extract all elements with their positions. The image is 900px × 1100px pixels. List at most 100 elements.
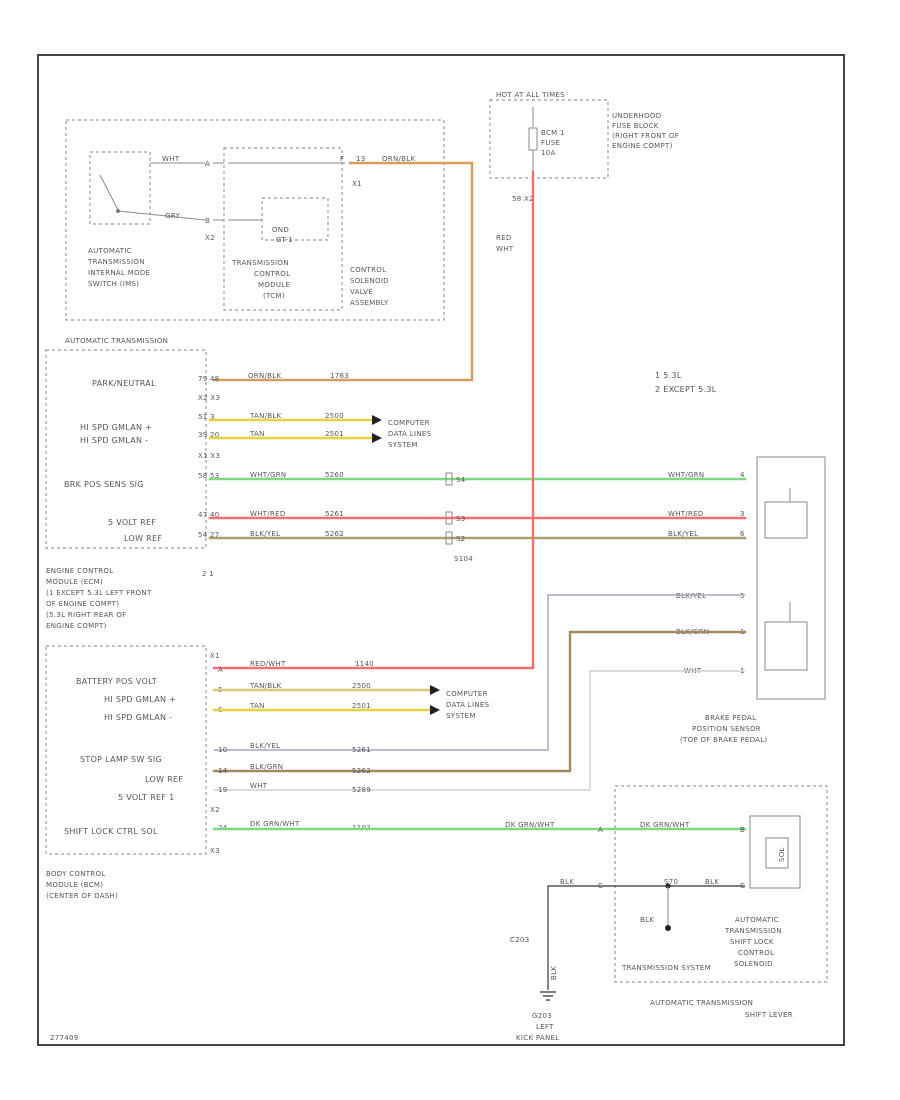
fuse-block-label-3: (RIGHT FRONT OF	[612, 132, 679, 140]
shift-lock-blk-left: BLK	[560, 878, 574, 886]
tcm-label-2: CONTROL	[254, 270, 290, 278]
brake-pin-2: 3	[740, 510, 745, 518]
shift-lock-blk-internal: BLK	[640, 916, 654, 924]
bcm-label-battery: BATTERY POS VOLT	[76, 677, 157, 686]
shift-lock-pin-a: A	[598, 826, 603, 834]
ims-label-4: SWITCH (IMS)	[88, 280, 139, 288]
tcm-conn-x1: X1	[352, 180, 362, 188]
brake-pin-1: 4	[740, 471, 745, 479]
solenoid-label-1: CONTROL	[350, 266, 386, 274]
bcm-label-low-ref: LOW REF	[145, 775, 183, 784]
splice-s1: S4	[456, 476, 466, 484]
brake-pin-4: 5	[740, 592, 745, 600]
fuse-connector: 58 X2	[512, 195, 534, 203]
solenoid-label-2: SOLENOID	[350, 277, 389, 285]
bcm-gmlan-plus-arrow	[430, 685, 440, 695]
bcm-pin-5v-ref: 19	[218, 786, 228, 794]
splice-connector-label: S104	[454, 555, 473, 563]
ecm-splice-group: S4 S3 S2 S104	[445, 472, 473, 563]
ond-label: OND	[272, 226, 289, 234]
ground-name: G203	[532, 1012, 552, 1020]
ecm-circuit-brk-pos: 5260	[325, 471, 344, 479]
ecm-label-5v-ref: 5 VOLT REF	[108, 518, 156, 527]
solenoid-label-4: ASSEMBLY	[350, 299, 389, 307]
internal-ground-dot	[665, 925, 671, 931]
ecm-label-low-ref: LOW REF	[124, 534, 162, 543]
tcm-box	[223, 147, 343, 311]
ecm-data-lines-3: SYSTEM	[388, 441, 418, 449]
bcm-label-gmlan-plus: HI SPD GMLAN +	[104, 695, 176, 704]
bcm-wire-stop-lamp: BLK/YEL	[250, 742, 280, 750]
solenoid-title-5: SOLENOID	[734, 960, 773, 968]
ecm-circuit-low-ref: 5262	[325, 530, 344, 538]
ecm-title-1: ENGINE CONTROL	[46, 567, 113, 575]
ecm-pin-brk-pos: 58 53	[198, 472, 220, 480]
tcm-label-4: (TCM)	[263, 292, 285, 300]
wire-blk-grn-low-ref	[212, 630, 747, 773]
shift-lever-box	[614, 785, 828, 983]
shift-lever-assembly: DK GRN/WHT A DK GRN/WHT B SOL BLK C S70 …	[505, 785, 828, 1019]
bcm-label-stop-lamp: STOP LAMP SW SIG	[80, 755, 162, 764]
ecm-wire-brk-pos: WHT/GRN	[250, 471, 286, 479]
shift-lever-title-1: AUTOMATIC TRANSMISSION	[650, 999, 753, 1007]
underhood-fuse-block: HOT AT ALL TIMES BCM 1 FUSE 10A UNDERHOO…	[489, 91, 679, 203]
ecm-gmlan-minus-arrow	[372, 433, 382, 443]
ecm-pin-gmlan-minus: 39 20	[198, 431, 220, 439]
shift-lock-pin-b: B	[740, 826, 745, 834]
ecm-wire-gmlan-plus: TAN/BLK	[249, 412, 282, 420]
fuse-block-label-2: FUSE BLOCK	[612, 122, 659, 130]
ground-location-2: KICK PANEL	[516, 1034, 559, 1042]
wire-red-wht-battery	[212, 170, 535, 670]
ecm-box	[45, 349, 207, 549]
brake-sensor-title-3: (TOP OF BRAKE PEDAL)	[680, 736, 767, 744]
ims-pin-b: B	[205, 217, 210, 225]
ground-g203: C203 BLK G203 LEFT KICK PANEL	[510, 936, 559, 1042]
solenoid-title-1: AUTOMATIC	[735, 916, 779, 924]
ecm-title-4: OF ENGINE COMPT)	[46, 600, 119, 608]
solenoid-label-3: VALVE	[350, 288, 373, 296]
ims-conn-x2: X2	[205, 234, 215, 242]
brake-pin-3: 6	[740, 530, 745, 538]
ims-wire-gry: GRY	[165, 212, 180, 220]
ims-label-2: TRANSMISSION	[87, 258, 145, 266]
wire-orn-blk-park-neutral	[212, 161, 474, 382]
brake-sensor-upper-element	[764, 501, 808, 539]
ecm-pin-park-neutral: 79 48	[198, 375, 220, 383]
brake-pedal-position-sensor: WHT/GRN 4 WHT/RED 3 BLK/YEL 6 BLK/YEL 5 …	[668, 456, 826, 744]
ecm-wire-gmlan-minus: TAN	[249, 430, 265, 438]
shift-lever-title-2: SHIFT LEVER	[745, 1011, 793, 1019]
ond-code: GT-1	[276, 236, 293, 244]
ecm-title-6: ENGINE COMPT)	[46, 622, 107, 630]
auto-trans-section-title: AUTOMATIC TRANSMISSION	[65, 337, 168, 345]
bcm-title-3: (CENTER OF DASH)	[46, 892, 118, 900]
solenoid-title-2: TRANSMISSION	[724, 927, 782, 935]
ecm-title-5: (5.3L RIGHT REAR OF	[46, 611, 127, 619]
shift-lock-blk-right: BLK	[705, 878, 719, 886]
ims-pin-a: A	[205, 160, 210, 168]
ground-wire-color: BLK	[550, 966, 558, 980]
bcm-label-shift-lock: SHIFT LOCK CTRL SOL	[64, 827, 158, 836]
bcm-circuit-low-ref: 5262	[352, 767, 371, 775]
battery-wire-color-1: RED	[496, 234, 512, 242]
shift-lock-pin-c-right: C	[740, 882, 745, 890]
ecm-conn-mid: X1 X3	[198, 452, 220, 460]
bcm-wire-gmlan-minus: TAN	[249, 702, 265, 710]
ecm-circuit-5v-ref: 5261	[325, 510, 344, 518]
tcm-pin-13: 13	[356, 155, 366, 163]
brake-pin-wire-1: WHT/GRN	[668, 471, 704, 479]
fuse-element	[528, 127, 538, 151]
bcm-conn-x3: X3	[210, 847, 220, 855]
splice-s2: S3	[456, 515, 466, 523]
wire-blk-yel-stop-lamp	[214, 594, 745, 751]
bcm-pin-battery: A	[218, 666, 223, 674]
fuse-name: BCM 1	[541, 129, 565, 137]
mode-switch-box	[89, 151, 151, 225]
brake-pin-wire-2: WHT/RED	[668, 510, 704, 518]
shift-lock-sol-label: SOL	[778, 847, 786, 862]
bcm-wire-battery: RED/WHT	[250, 660, 286, 668]
mode-switch-blade	[99, 174, 119, 211]
solenoid-title-3: SHIFT LOCK	[730, 938, 774, 946]
transmission-system-label: TRANSMISSION SYSTEM	[621, 964, 711, 972]
tcm-label-3: MODULE	[258, 281, 290, 289]
